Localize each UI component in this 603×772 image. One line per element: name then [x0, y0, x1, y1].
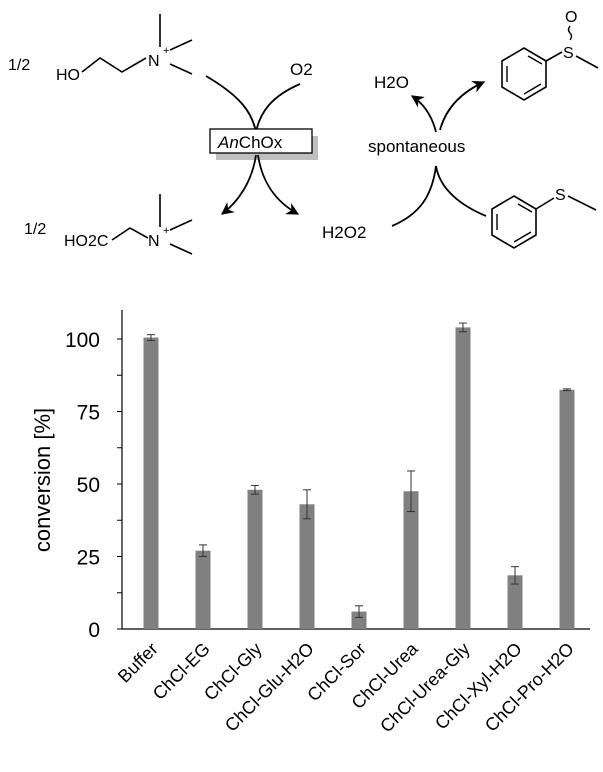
x-tick-label: ChCl-Sor [303, 639, 369, 705]
betaine-chain-bond [111, 227, 149, 241]
bar [559, 389, 575, 629]
betaine-charge: + [163, 225, 169, 237]
bar [351, 611, 367, 629]
sulfide-methyl-bond [567, 195, 597, 211]
sulfoxide-ring-double-1 [527, 55, 543, 65]
betaine-molecule: 1/2 HO2C N + [24, 194, 193, 255]
x-tick-label: ChCl-Glu-H2O [221, 639, 318, 736]
sulfoxide-methyl-bond [575, 55, 599, 69]
choline-chain-bond [81, 57, 147, 73]
sulfide-molecule: S [491, 187, 597, 249]
y-axis-label: conversion [%] [30, 408, 55, 552]
chart-x-tick-labels: BufferChCl-EGChCl-GlyChCl-Glu-H2OChCl-So… [114, 638, 578, 736]
betaine-methyl-bond-right [169, 219, 193, 231]
x-tick-label: ChCl-Xyl-H2O [431, 639, 526, 734]
half-coefficient-bottom: 1/2 [24, 221, 46, 238]
betaine-ho2c-label: HO2C [64, 233, 108, 250]
sulfoxide-s-label: S [563, 45, 574, 62]
y-tick-label: 75 [77, 402, 100, 425]
chart-axes [117, 310, 590, 630]
water-label: H2O [374, 73, 409, 92]
sulfoxide-benzene-ring [501, 47, 547, 101]
sulfoxide-molecule: S O [501, 9, 599, 101]
x-tick-label: ChCl-Pro-H2O [481, 639, 578, 736]
half-coefficient-top: 1/2 [8, 57, 30, 74]
sulfide-to-spontaneous-arc [435, 165, 487, 217]
choline-molecule: 1/2 HO N + [8, 14, 193, 84]
betaine-n-label: N [148, 233, 160, 250]
y-tick-label: 50 [77, 474, 100, 497]
spontaneous-to-sulfoxide-arrow [439, 80, 486, 131]
y-tick-label: 100 [65, 329, 100, 352]
reaction-scheme: 1/2 HO N + O2 AnChOx 1/2 HO2C N + H2O2 s… [8, 9, 599, 255]
sulfide-s-label: S [555, 187, 566, 204]
bar [455, 327, 471, 629]
enzyme-label: AnChOx [217, 133, 283, 152]
sulfoxide-ring-double-2 [523, 83, 542, 95]
y-tick-label: 25 [77, 547, 100, 570]
sulfoxide-o-label: O [565, 9, 577, 26]
bar [247, 489, 263, 629]
chart-y-tick-labels: 0 25 50 75 100 [65, 329, 100, 642]
sulfoxide-wavy-bond [567, 25, 573, 41]
sulfide-ring-double-1 [517, 203, 533, 213]
betaine-methyl-bond-down [169, 243, 193, 255]
x-tick-label: ChCl-EG [149, 639, 214, 704]
spontaneous-label: spontaneous [368, 137, 465, 156]
bar [299, 504, 315, 629]
sulfoxide-ring-s-bond [545, 51, 563, 62]
y-tick-label: 0 [88, 619, 100, 642]
sulfide-ring-s-bond [535, 197, 555, 210]
peroxide-label: H2O2 [322, 223, 366, 242]
x-tick-label: ChCl-Gly [200, 639, 266, 705]
oxygen-to-enzyme-arc [255, 83, 301, 133]
half-top-label: 1/2 [8, 57, 30, 74]
bar [143, 337, 159, 629]
bar [507, 575, 523, 629]
choline-ho-label: HO [56, 67, 80, 84]
choline-methyl-bond-down [169, 63, 193, 75]
choline-methyl-bond-right [169, 39, 193, 51]
x-tick-label: ChCl-Urea [348, 638, 423, 713]
choline-charge: + [163, 45, 169, 57]
choline-n-label: N [148, 53, 160, 70]
bar [195, 550, 211, 629]
chart-bars [143, 327, 575, 629]
spontaneous-to-water-arrow [410, 95, 437, 133]
enzyme-to-peroxide-arrow [257, 154, 300, 215]
chart-error-bars [147, 322, 571, 618]
choline-to-enzyme-arc [205, 75, 257, 133]
oxygen-label: O2 [290, 60, 313, 79]
bar [403, 491, 419, 629]
enzyme-box [209, 128, 313, 154]
x-tick-label: ChCl-Urea-Gly [376, 639, 474, 737]
peroxide-to-spontaneous-arc [391, 165, 437, 227]
enzyme-to-betaine-arrow [220, 154, 257, 215]
x-tick-label: Buffer [114, 639, 162, 687]
sulfide-benzene-ring [491, 195, 537, 249]
sulfide-ring-double-2 [513, 231, 532, 243]
